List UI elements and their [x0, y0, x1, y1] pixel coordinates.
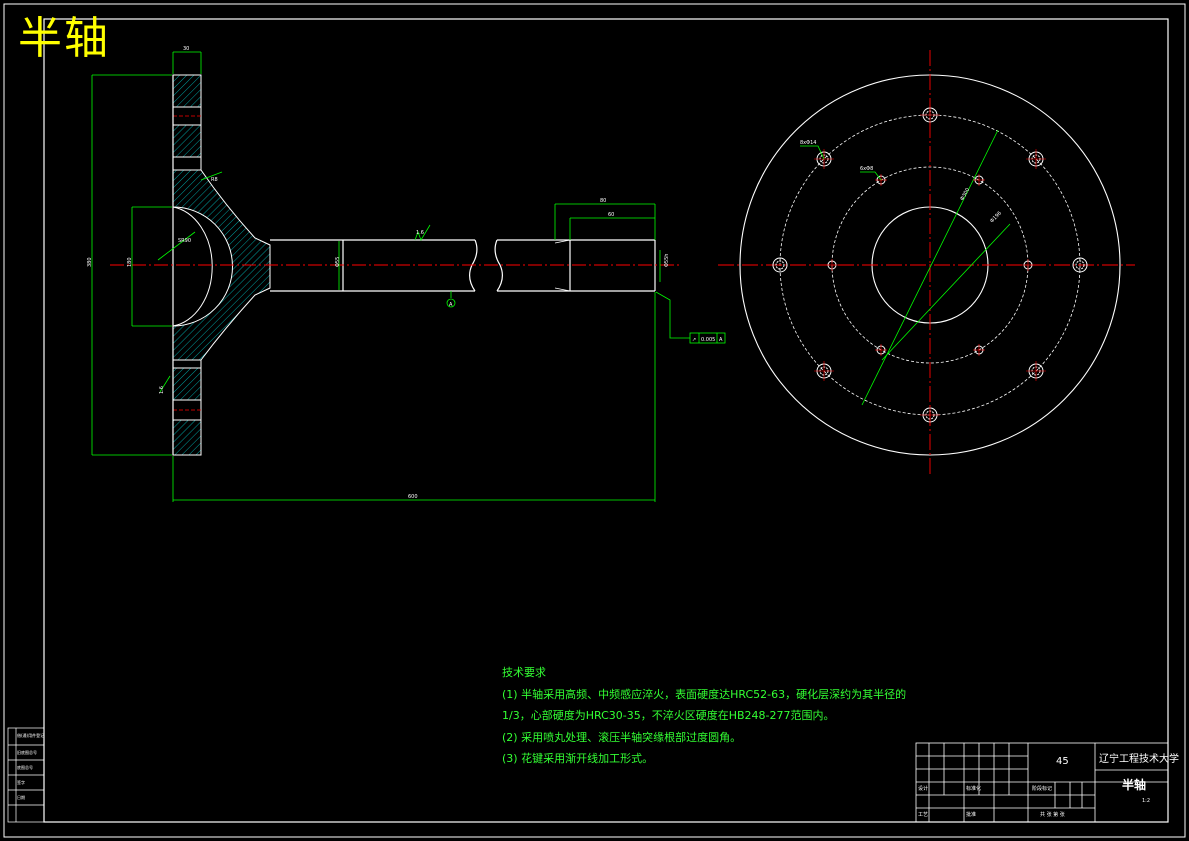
standard-label: 标准化: [966, 786, 982, 792]
tech-requirements-heading: 技术要求: [502, 666, 546, 679]
stage-mark-label: 阶段标记: [1032, 786, 1053, 792]
svg-text:↗: ↗: [692, 337, 696, 343]
part-name: 半轴: [1122, 778, 1147, 792]
svg-text:Φ55: Φ55: [335, 257, 341, 267]
svg-text:R8: R8: [211, 177, 218, 183]
material-value: 45: [1056, 756, 1069, 767]
title-block-grid: [915, 742, 1169, 823]
inner-hole-crosses: [826, 174, 1034, 356]
left-strip-row-1: 借(通)用件登记: [17, 733, 45, 738]
svg-text:8xΦ14: 8xΦ14: [800, 140, 816, 146]
svg-text:6xΦ8: 6xΦ8: [860, 166, 873, 172]
sheet-count: 1:2: [1142, 798, 1151, 804]
left-strip-row-2: 旧底图总号: [17, 750, 37, 755]
svg-text:180: 180: [127, 257, 133, 267]
svg-text:1.6: 1.6: [159, 386, 165, 394]
svg-text:1.6: 1.6: [416, 230, 424, 236]
left-strip-row-3: 底图总号: [17, 765, 33, 770]
svg-text:0.005: 0.005: [701, 337, 715, 343]
svg-text:60: 60: [608, 212, 614, 218]
svg-text:600: 600: [408, 494, 418, 500]
shaft-body: [270, 239, 656, 292]
technical-requirements: 技术要求 (1) 半轴采用高频、中频感应淬火，表面硬度达HRC52-63，硬化层…: [502, 662, 906, 770]
svg-text:Φ300: Φ300: [959, 187, 971, 202]
sheet-label: 共 张 第 张: [1040, 812, 1065, 818]
front-dim-labels: 30 380 180 SR90 R8 600 80 60 Φ55 Φ55h 1.…: [87, 46, 723, 500]
outer-border: [3, 3, 1186, 838]
svg-text:Φ196: Φ196: [989, 210, 1003, 224]
design-label: 设计: [918, 786, 929, 792]
end-view-leaders: [800, 145, 882, 181]
left-strip-row-5: 日期: [17, 795, 25, 800]
tech-requirement-line-1: (1) 半轴采用高频、中频感应淬火，表面硬度达HRC52-63，硬化层深约为其半…: [502, 687, 907, 701]
svg-text:SR90: SR90: [178, 238, 191, 244]
svg-text:80: 80: [600, 198, 606, 204]
tech-requirement-line-2: 1/3，心部硬度为HRC30-35，不淬火区硬度在HB248-277范围内。: [502, 709, 835, 722]
inner-border: [43, 18, 1169, 823]
tech-requirement-line-3: (2) 采用喷丸处理、滚压半轴突缘根部过度圆角。: [502, 730, 742, 744]
left-strip-table: [7, 727, 45, 823]
svg-text:A: A: [719, 337, 723, 343]
process-label: 工艺: [918, 812, 929, 818]
school-name: 辽宁工程技术大学: [1099, 754, 1179, 765]
approve-label: 批准: [966, 812, 977, 818]
flange-section: [172, 74, 271, 456]
svg-text:380: 380: [87, 257, 93, 267]
svg-text:30: 30: [183, 46, 189, 52]
svg-text:A: A: [449, 302, 453, 308]
front-view-dimensions: [91, 51, 726, 502]
svg-text:Φ55h: Φ55h: [664, 254, 670, 267]
drawing-title: 半轴: [18, 13, 110, 64]
tech-requirement-line-4: (3) 花键采用渐开线加工形式。: [502, 752, 654, 765]
left-strip-row-4: 签字: [17, 780, 25, 785]
